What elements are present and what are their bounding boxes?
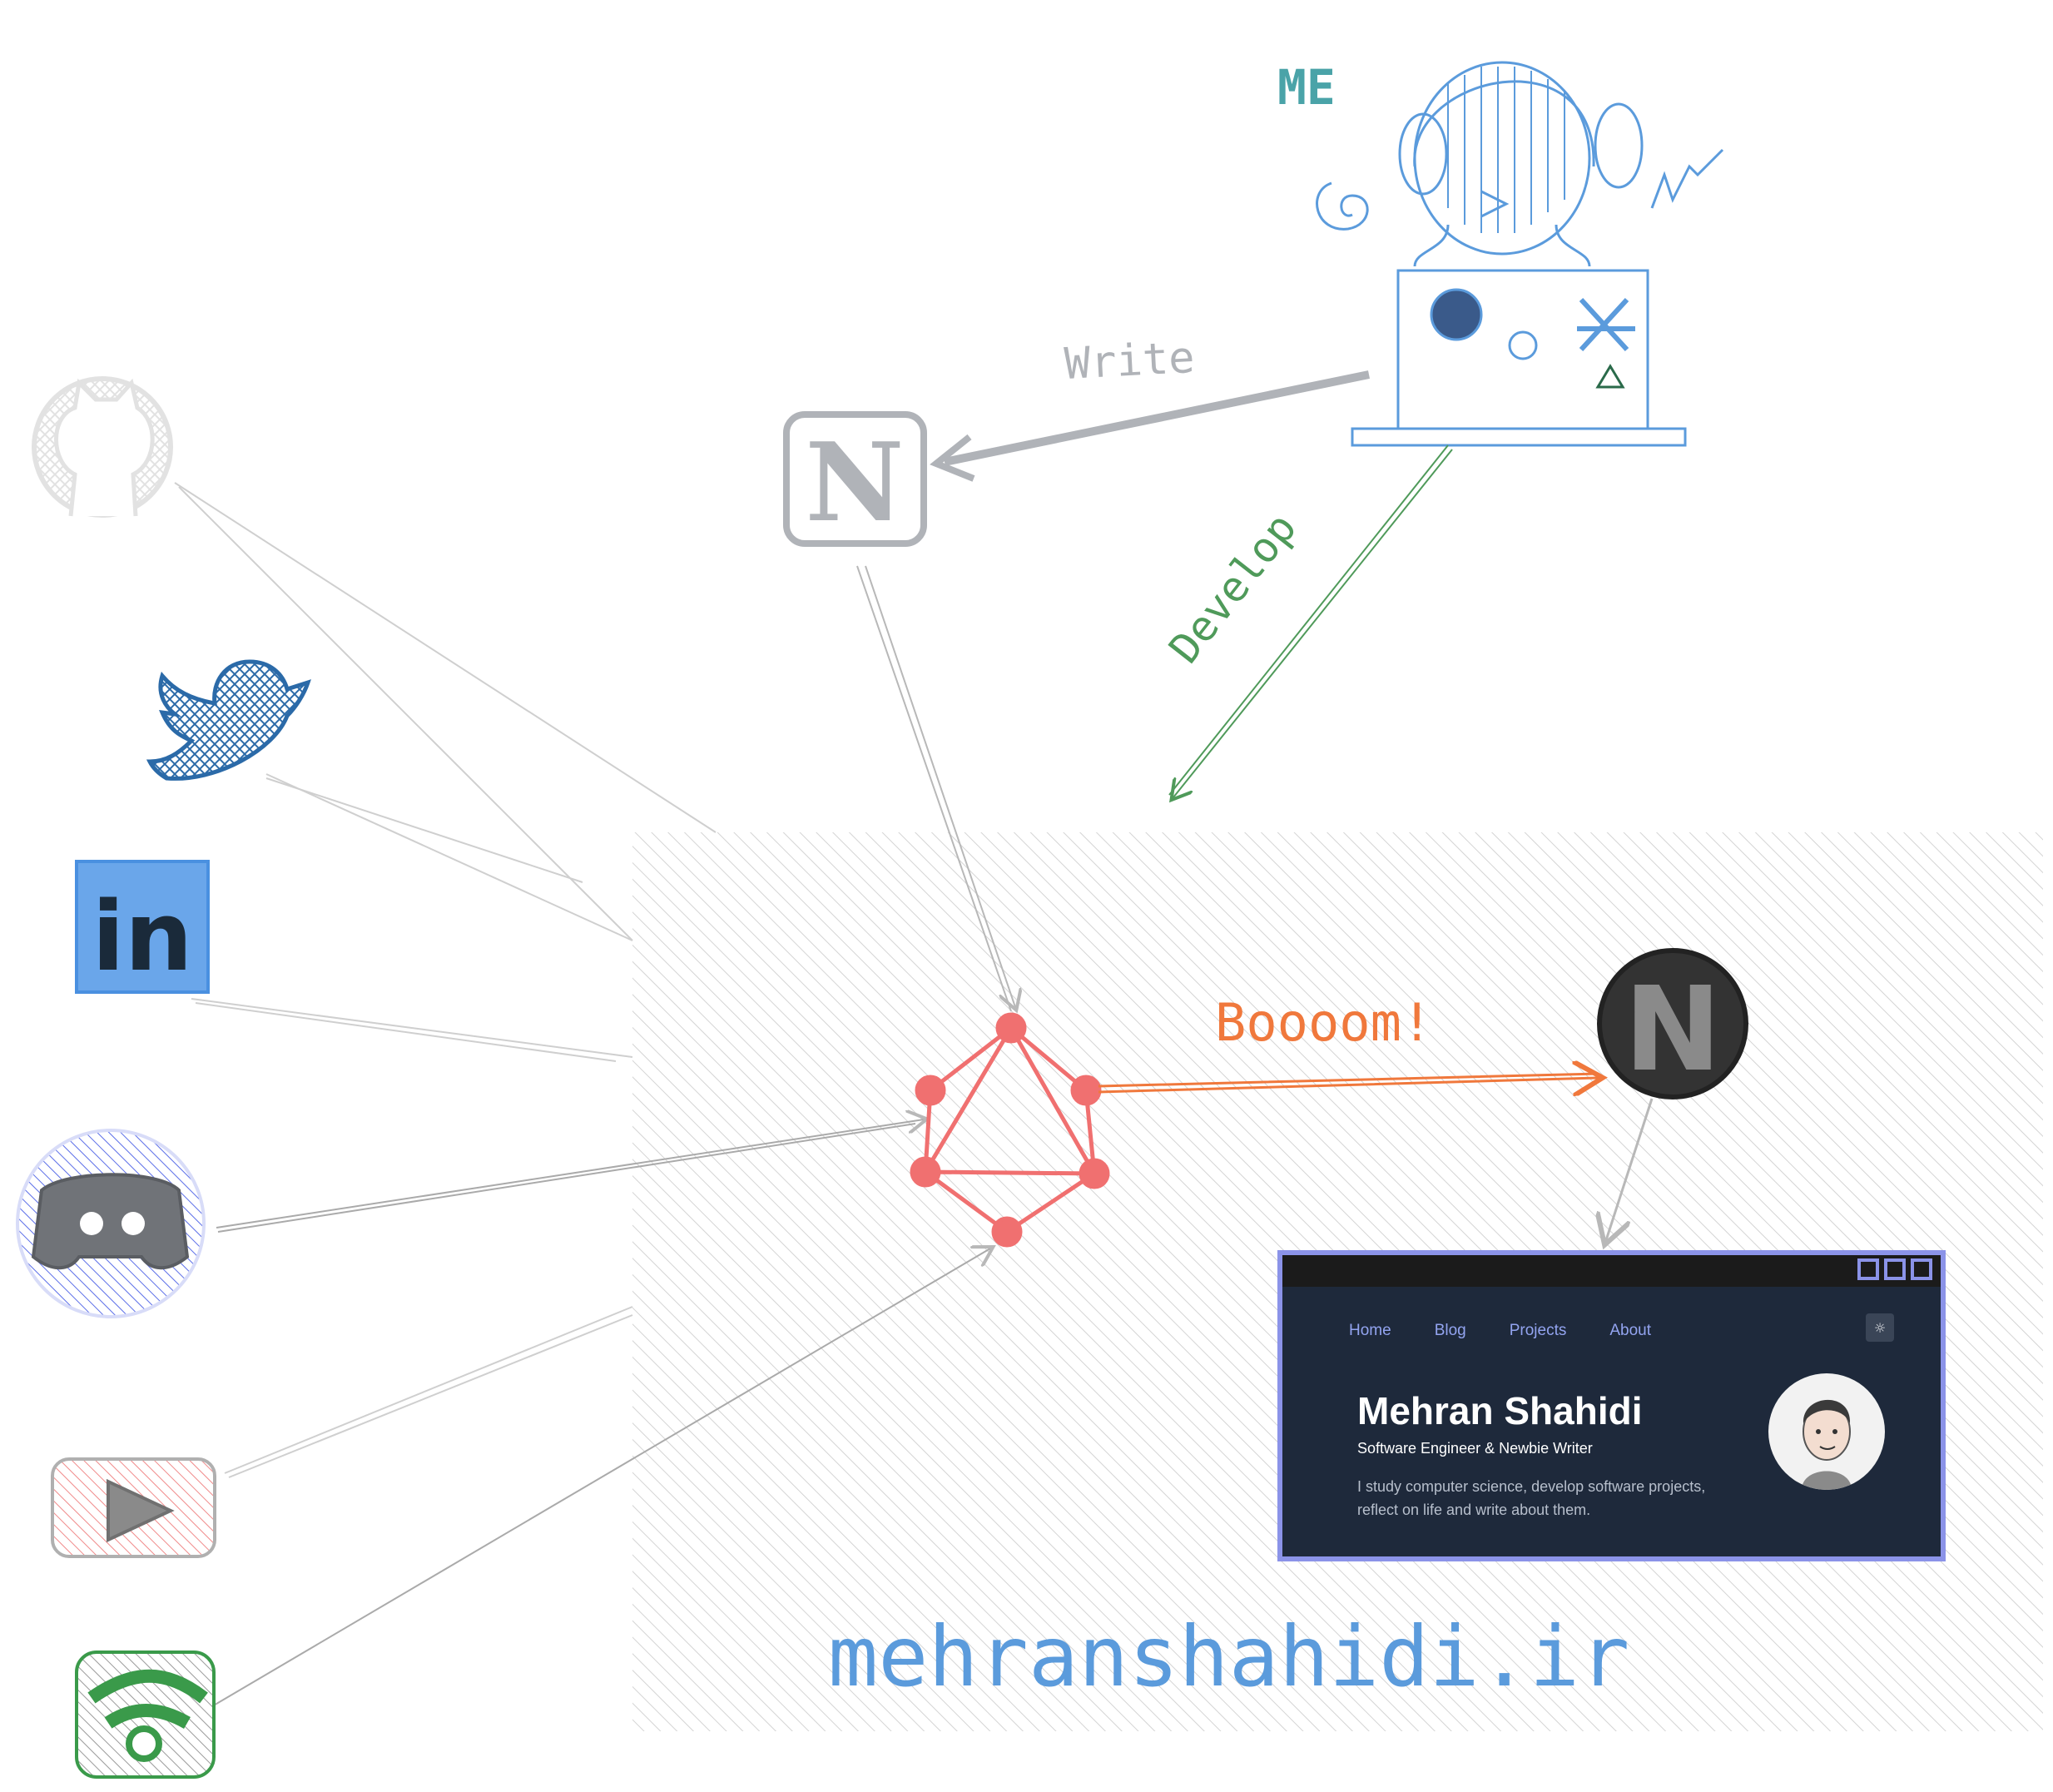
boom-label: Boooom! xyxy=(1215,992,1432,1053)
laptop-icon xyxy=(1351,269,1687,447)
write-arrow xyxy=(943,370,1371,466)
nextjs-to-site-line xyxy=(1606,1098,1654,1240)
site-role: Software Engineer & Newbie Writer xyxy=(1357,1440,1593,1457)
spotify-icon xyxy=(75,1651,216,1779)
site-bio: I study computer science, develop softwa… xyxy=(1357,1478,1706,1518)
domain-label: mehranshahidi.ir xyxy=(828,1608,1629,1705)
close-icon[interactable] xyxy=(1911,1258,1932,1280)
write-label: Write xyxy=(1064,333,1196,390)
site-nav: Home Blog Projects About xyxy=(1349,1322,1651,1340)
sun-icon[interactable]: ☼ xyxy=(1866,1313,1894,1342)
nextjs-icon: N xyxy=(1597,948,1748,1100)
nav-about[interactable]: About xyxy=(1609,1322,1652,1339)
svg-text:N: N xyxy=(806,419,905,546)
nav-blog[interactable]: Blog xyxy=(1434,1322,1466,1339)
social-connectors-strong xyxy=(211,1119,990,1707)
avatar xyxy=(1768,1373,1885,1490)
nav-home[interactable]: Home xyxy=(1349,1322,1391,1339)
notion-icon: N xyxy=(783,411,927,547)
graphql-icon xyxy=(910,1012,1110,1248)
social-connectors xyxy=(174,482,717,1478)
youtube-icon xyxy=(51,1457,216,1558)
github-icon xyxy=(32,376,173,518)
me-label: ME xyxy=(1277,59,1336,116)
person-icon xyxy=(1316,61,1724,267)
discord-icon xyxy=(16,1129,206,1318)
site-name: Mehran Shahidi xyxy=(1357,1389,1643,1432)
maximize-icon[interactable] xyxy=(1884,1258,1906,1280)
notion-to-graphql-line xyxy=(856,565,1015,1011)
svg-text:in: in xyxy=(92,881,192,993)
develop-arrow xyxy=(1169,444,1453,797)
develop-label: Develop xyxy=(1160,504,1306,673)
boom-arrow xyxy=(1098,1074,1598,1092)
minimize-icon[interactable] xyxy=(1857,1258,1879,1280)
website-preview: Home Blog Projects About ☼ Mehran Shahid… xyxy=(1277,1250,1946,1561)
linkedin-icon: in xyxy=(75,860,210,994)
svg-text:N: N xyxy=(1624,962,1721,1098)
window-titlebar xyxy=(1277,1250,1946,1287)
nav-projects[interactable]: Projects xyxy=(1509,1322,1567,1339)
twitter-icon xyxy=(146,659,311,781)
